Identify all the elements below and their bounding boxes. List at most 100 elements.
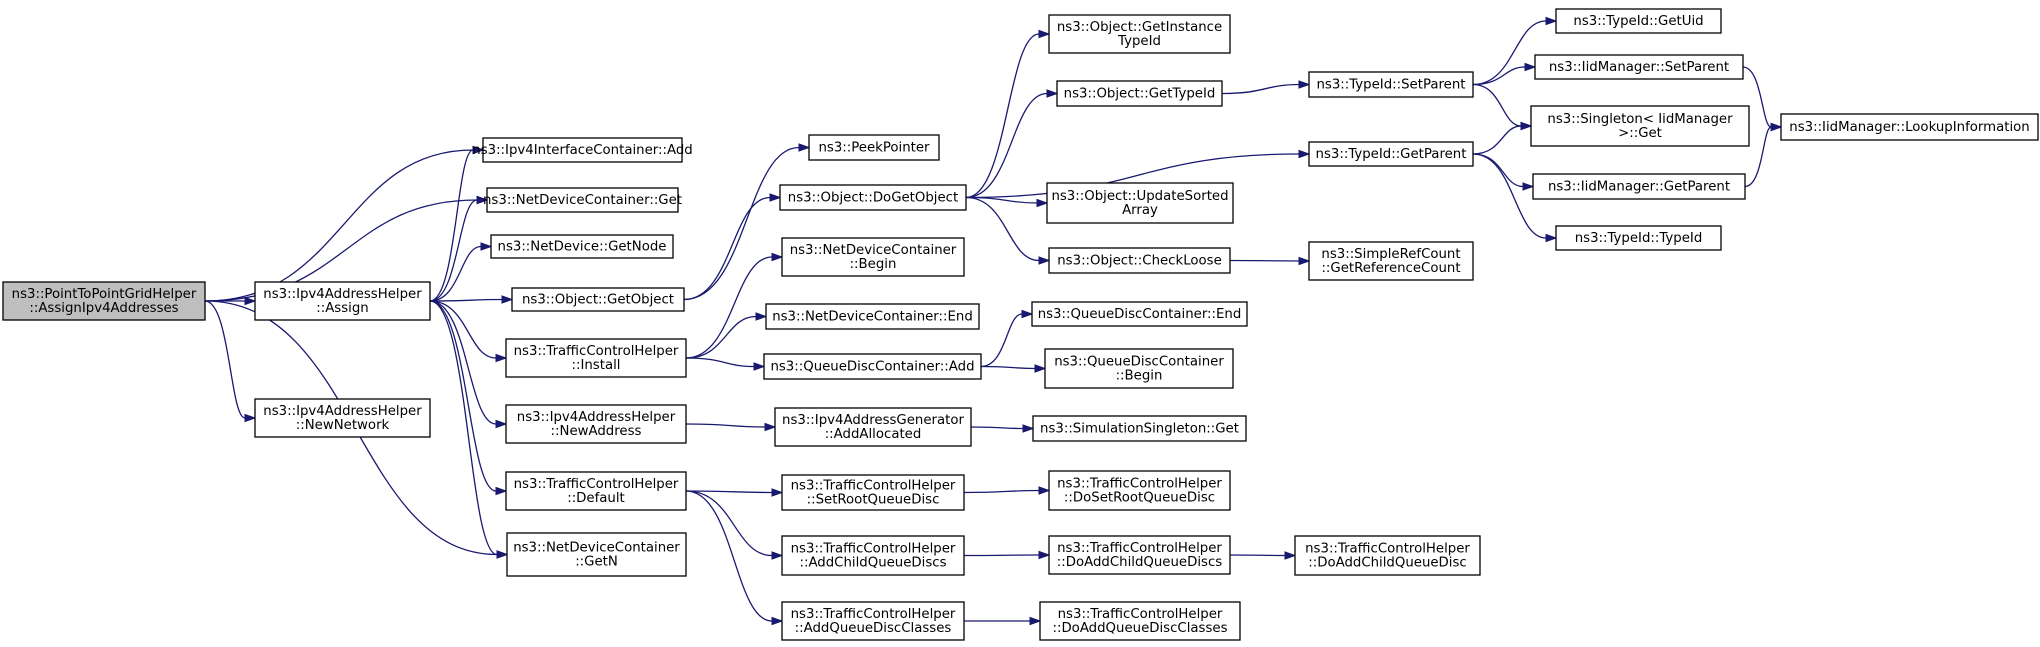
arrowhead-icon bbox=[1770, 122, 1783, 132]
arrowhead-icon bbox=[1524, 62, 1537, 72]
node-dogetobject[interactable]: ns3::Object::DoGetObject bbox=[779, 184, 967, 211]
node-doaddqdclasses[interactable]: ns3::TrafficControlHelper::DoAddQueueDis… bbox=[1039, 601, 1241, 641]
node-label: ns3::QueueDiscContainer bbox=[1054, 354, 1224, 369]
edge-line bbox=[970, 426, 1024, 430]
node-nd_getnode[interactable]: ns3::NetDevice::GetNode bbox=[490, 234, 674, 259]
node-qdc_add[interactable]: ns3::QueueDiscContainer::Add bbox=[763, 353, 982, 380]
node-typeid_typeid[interactable]: ns3::TypeId::TypeId bbox=[1555, 225, 1722, 251]
arrowhead-icon bbox=[495, 353, 508, 363]
edge-line bbox=[965, 153, 1300, 199]
node-label: >::Get bbox=[1618, 126, 1662, 141]
node-box bbox=[505, 404, 687, 444]
node-iid_setparent[interactable]: ns3::IidManager::SetParent bbox=[1534, 54, 1744, 80]
arrowhead-icon bbox=[764, 422, 777, 432]
node-box bbox=[1532, 173, 1746, 200]
edge-dogetobject-to-getinstancetypeid bbox=[965, 29, 1051, 199]
node-ipv4_assign[interactable]: ns3::Ipv4AddressHelper::Assign bbox=[254, 281, 431, 321]
node-box bbox=[1044, 348, 1234, 389]
edge-line bbox=[685, 357, 755, 368]
node-singleton_iid_get[interactable]: ns3::Singleton< IidManager>::Get bbox=[1530, 105, 1750, 147]
node-box bbox=[1032, 415, 1247, 442]
node-typeid_setparent[interactable]: ns3::TypeId::SetParent bbox=[1308, 71, 1474, 98]
node-qdc_end[interactable]: ns3::QueueDiscContainer::End bbox=[1031, 301, 1248, 327]
node-doaddchildqd[interactable]: ns3::TrafficControlHelper::DoAddChildQue… bbox=[1294, 535, 1481, 576]
arrowhead-icon bbox=[1545, 233, 1558, 243]
edge-ipv4_assign-to-ifc_add bbox=[429, 145, 485, 302]
edge-line bbox=[1744, 126, 1772, 188]
node-box bbox=[781, 535, 965, 576]
node-box bbox=[254, 281, 431, 321]
edge-line bbox=[963, 489, 1040, 494]
node-iid_lookupinfo[interactable]: ns3::IidManager::LookupInformation bbox=[1780, 113, 2039, 141]
edge-line bbox=[685, 490, 773, 622]
edge-ipv4_assign-to-newaddress bbox=[429, 300, 508, 429]
node-dosetrootqd[interactable]: ns3::TrafficControlHelper::DoSetRootQueu… bbox=[1048, 470, 1231, 511]
node-getrefcount[interactable]: ns3::SimpleRefCount::GetReferenceCount bbox=[1308, 241, 1474, 281]
node-box bbox=[1555, 225, 1722, 251]
edge-line bbox=[965, 196, 1040, 262]
node-obj_getobject[interactable]: ns3::Object::GetObject bbox=[511, 287, 685, 312]
edge-dogetobject-to-updatesorted bbox=[965, 196, 1049, 208]
arrowhead-icon bbox=[1038, 256, 1051, 265]
node-ndc_begin[interactable]: ns3::NetDeviceContainer::Begin bbox=[781, 237, 965, 277]
node-box bbox=[765, 303, 980, 330]
arrowhead-icon bbox=[472, 145, 485, 155]
node-ndc_end[interactable]: ns3::NetDeviceContainer::End bbox=[765, 303, 980, 330]
node-label: ns3::TrafficControlHelper bbox=[1305, 541, 1470, 556]
node-doaddchildqds[interactable]: ns3::TrafficControlHelper::DoAddChildQue… bbox=[1048, 535, 1231, 575]
node-box bbox=[1048, 535, 1231, 575]
node-checkloose[interactable]: ns3::Object::CheckLoose bbox=[1048, 247, 1231, 274]
edge-assign_ipv4-to-ifc_add bbox=[204, 145, 485, 302]
node-label: ::DoAddChildQueueDiscs bbox=[1057, 555, 1222, 570]
node-label: ns3::Ipv4AddressHelper bbox=[263, 404, 422, 419]
node-label: ns3::TrafficControlHelper bbox=[1057, 476, 1222, 491]
edge-qdc_add-to-qdc_end bbox=[980, 309, 1034, 368]
node-label: ns3::TrafficControlHelper bbox=[791, 607, 956, 622]
node-tch_default[interactable]: ns3::TrafficControlHelper::Default bbox=[505, 471, 687, 511]
node-label: ns3::NetDeviceContainer bbox=[513, 540, 680, 555]
node-iid_getparent[interactable]: ns3::IidManager::GetParent bbox=[1532, 173, 1746, 200]
node-ndc_get[interactable]: ns3::NetDeviceContainer::Get bbox=[483, 187, 682, 213]
node-addallocated[interactable]: ns3::Ipv4AddressGenerator::AddAllocated bbox=[774, 407, 972, 447]
node-ifc_add[interactable]: ns3::Ipv4InterfaceContainer::Add bbox=[472, 137, 693, 163]
arrowhead-icon bbox=[501, 295, 514, 304]
node-qdc_begin[interactable]: ns3::QueueDiscContainer::Begin bbox=[1044, 348, 1234, 389]
arrowhead-icon bbox=[495, 486, 508, 496]
node-box bbox=[1048, 247, 1231, 274]
node-label: ns3::NetDeviceContainer::End bbox=[772, 309, 973, 324]
node-label: ns3::Ipv4AddressHelper bbox=[517, 410, 676, 425]
node-label: ::AddQueueDiscClasses bbox=[795, 621, 952, 636]
node-setrootqd[interactable]: ns3::TrafficControlHelper::SetRootQueueD… bbox=[781, 474, 965, 511]
node-simsingleton_get[interactable]: ns3::SimulationSingleton::Get bbox=[1032, 415, 1247, 442]
node-addchildqds[interactable]: ns3::TrafficControlHelper::AddChildQueue… bbox=[781, 535, 965, 576]
arrowhead-icon bbox=[798, 143, 811, 152]
node-ndc_getn[interactable]: ns3::NetDeviceContainer::GetN bbox=[506, 532, 687, 577]
node-box bbox=[482, 137, 683, 163]
node-assign_ipv4[interactable]: ns3::PointToPointGridHelper::AssignIpv4A… bbox=[2, 281, 206, 321]
edge-obj_gettypeid-to-typeid_setparent bbox=[1221, 80, 1311, 95]
node-box bbox=[779, 184, 967, 211]
node-box bbox=[781, 474, 965, 511]
node-tch_install[interactable]: ns3::TrafficControlHelper::Install bbox=[505, 338, 687, 378]
node-typeid_getparent[interactable]: ns3::TypeId::GetParent bbox=[1308, 141, 1474, 167]
edge-addallocated-to-simsingleton_get bbox=[970, 424, 1035, 433]
node-label: TypeId bbox=[1117, 34, 1161, 49]
edge-line bbox=[685, 315, 757, 359]
node-obj_gettypeid[interactable]: ns3::Object::GetTypeId bbox=[1056, 80, 1223, 107]
edge-line bbox=[683, 146, 800, 301]
arrowhead-icon bbox=[1038, 486, 1051, 495]
node-typeid_getuid[interactable]: ns3::TypeId::GetUid bbox=[1555, 8, 1722, 34]
node-newnetwork[interactable]: ns3::Ipv4AddressHelper::NewNetwork bbox=[254, 398, 431, 438]
edge-line bbox=[1472, 153, 1524, 188]
edge-typeid_getparent-to-typeid_typeid bbox=[1472, 153, 1558, 243]
node-box bbox=[511, 287, 685, 312]
node-label: ns3::TypeId::GetParent bbox=[1316, 147, 1467, 162]
arrowhead-icon bbox=[480, 242, 493, 251]
node-box bbox=[1308, 71, 1474, 98]
node-newaddress[interactable]: ns3::Ipv4AddressHelper::NewAddress bbox=[505, 404, 687, 444]
node-addqdclasses[interactable]: ns3::TrafficControlHelper::AddQueueDiscC… bbox=[781, 601, 965, 641]
arrowhead-icon bbox=[496, 550, 509, 559]
node-peekpointer[interactable]: ns3::PeekPointer bbox=[808, 134, 940, 161]
